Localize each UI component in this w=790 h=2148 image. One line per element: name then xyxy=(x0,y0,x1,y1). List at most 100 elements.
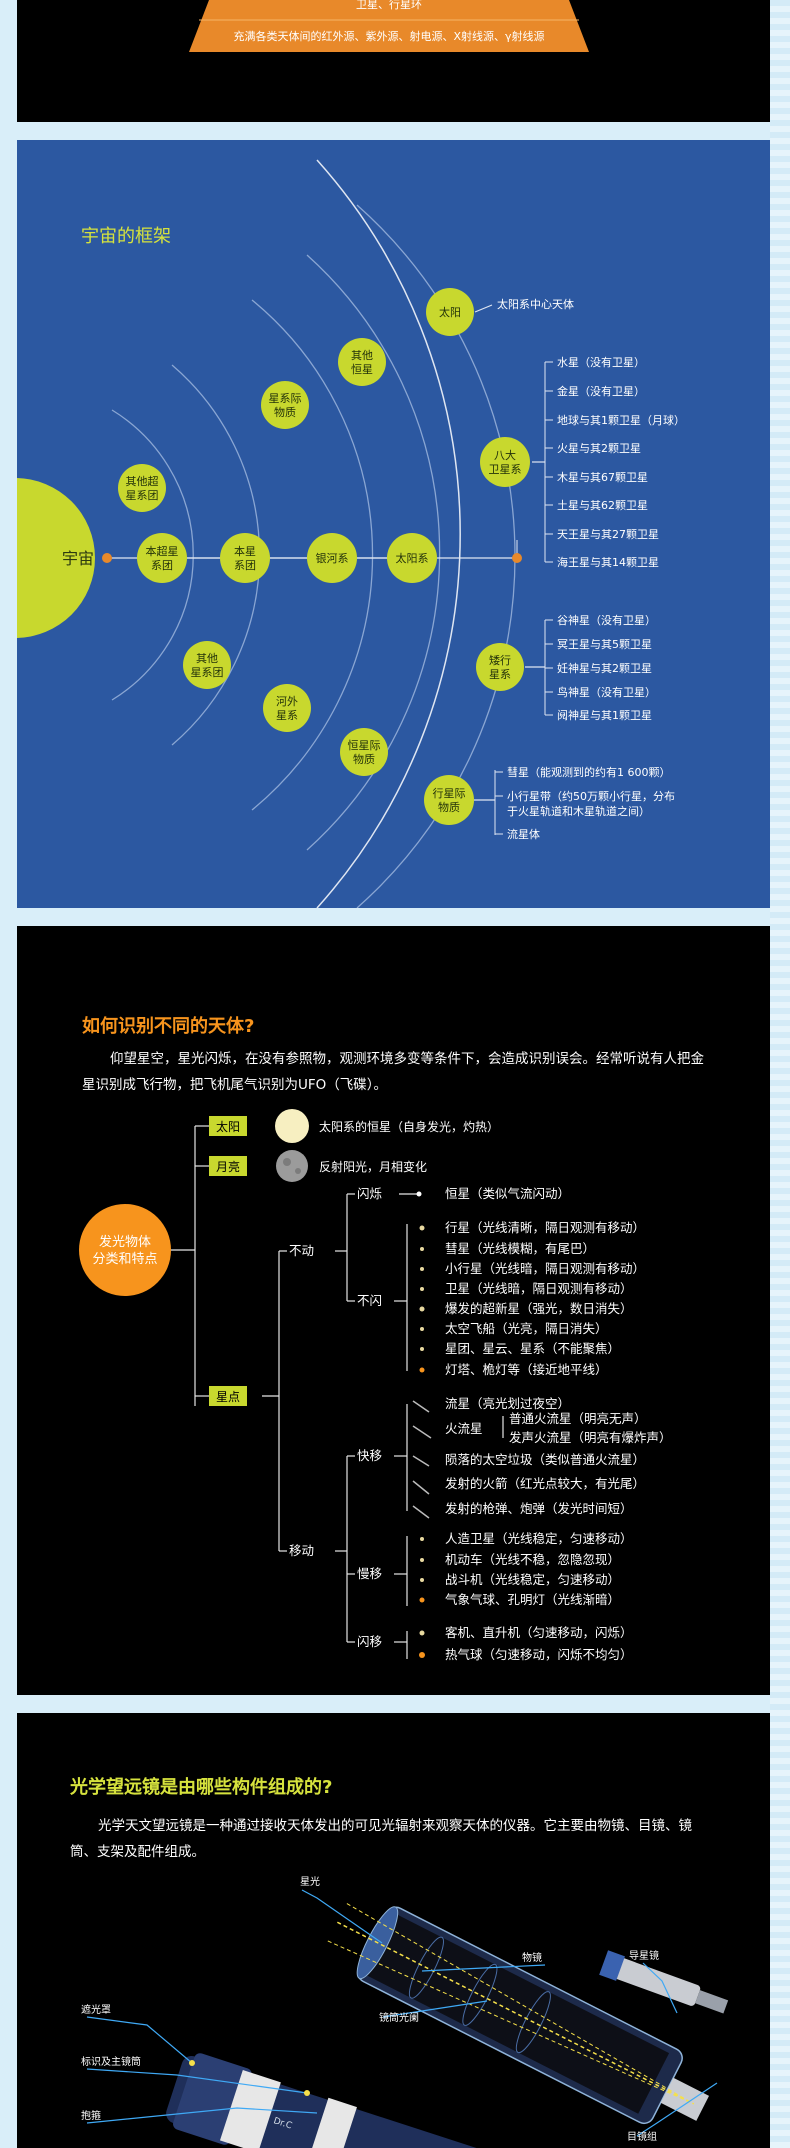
node-other-super-cluster-1: 其他超 xyxy=(126,474,159,488)
side-stripe xyxy=(770,0,790,2148)
fast-label: 快移 xyxy=(357,1448,382,1463)
no-twinkle-item: 爆发的超新星（强光，数日消失） xyxy=(445,1301,633,1316)
node-other-star-2: 恒星 xyxy=(351,363,373,376)
label-mark: 标识及主镜筒 xyxy=(81,2055,141,2068)
root-circle xyxy=(79,1204,171,1296)
moon-tag: 月亮 xyxy=(216,1159,240,1174)
interplanetary-item: 小行星带（约50万颗小行星，分布 xyxy=(507,790,675,803)
star-tag: 星点 xyxy=(216,1390,240,1404)
node-dwarf-2: 星系 xyxy=(489,668,511,681)
universe-circle xyxy=(17,478,95,638)
dwarf-item: 阋神星与其1颗卫星 xyxy=(557,708,652,722)
slow-item: 战斗机（光线稳定，匀速移动） xyxy=(445,1572,620,1587)
dwarf-item: 冥王星与其5颗卫星 xyxy=(557,638,652,651)
slow-item: 气象气球、孔明灯（光线渐暗） xyxy=(445,1592,620,1607)
slow-item: 机动车（光线不稳，忽隐忽现） xyxy=(445,1552,620,1567)
dwarf-item: 谷神星（没有卫星） xyxy=(557,613,656,627)
static-label: 不动 xyxy=(289,1243,314,1258)
no-twinkle-item: 灯塔、桅灯等（接近地平线） xyxy=(445,1362,608,1377)
interplanetary-item: 于火星轨道和木星轨道之间） xyxy=(507,804,650,818)
fast-item: 火流星 xyxy=(445,1421,483,1436)
label-objective: 物镜 xyxy=(522,1951,542,1964)
twinkle-label: 闪烁 xyxy=(357,1186,382,1201)
node-extragalactic-2: 星系 xyxy=(276,709,298,722)
telescope-para-1: 光学天文望远镜是一种通过接收天体发出的可见光辐射来观察天体的仪器。它主要由物镜、… xyxy=(98,1818,692,1834)
moon-icon xyxy=(276,1150,308,1182)
node-local-super-cluster-2: 系团 xyxy=(151,559,173,572)
identify-para-1: 仰望星空，星光闪烁，在没有参照物，观测环境多变等条件下，会造成识别误会。经常听说… xyxy=(110,1051,704,1067)
planet-item: 海王星与其14颗卫星 xyxy=(557,555,659,569)
fast-item: 发射的枪弹、炮弹（发光时间短） xyxy=(445,1501,633,1516)
pyramid-panel: 卫星、行星环 充满各类天体间的红外源、紫外源、射电源、X射线源、γ射线源 xyxy=(17,0,770,122)
slow-label: 慢移 xyxy=(357,1566,382,1581)
flash-item: 热气球（匀速移动，闪烁不均匀） xyxy=(445,1647,633,1662)
sun-desc: 太阳系中心天体 xyxy=(497,297,574,311)
universe-center-label: 宇宙 xyxy=(62,549,94,568)
label-diaphragm: 镜筒光阑 xyxy=(379,2011,419,2024)
no-twinkle-item: 彗星（光线模糊，有尾巴） xyxy=(445,1241,595,1256)
node-local-cluster-2: 系团 xyxy=(234,559,256,572)
label-starlight: 星光 xyxy=(300,1875,320,1888)
node-dwarf-1: 矮行 xyxy=(489,653,511,667)
label-finder: 导星镜 xyxy=(629,1949,659,1962)
planet-item: 水星（没有卫星） xyxy=(557,355,645,369)
label-shade: 遮光罩 xyxy=(81,2003,111,2016)
node-milky-way: 银河系 xyxy=(316,551,349,565)
flash-item: 客机、直升机（匀速移动，闪烁） xyxy=(445,1625,633,1640)
node-sun: 太阳 xyxy=(439,306,461,319)
node-extragalactic-1: 河外 xyxy=(276,695,298,708)
no-twinkle-item: 太空飞船（光亮，隔日消失） xyxy=(445,1321,608,1336)
dwarf-item: 妊神星与其2颗卫星 xyxy=(557,661,652,675)
universe-panel: 宇宙的框架 宇宙 xyxy=(17,140,770,908)
no-twinkle-item: 卫星（光线暗，隔日观测有移动） xyxy=(445,1281,633,1296)
node-eight-planets-1: 八大 xyxy=(494,448,516,462)
label-eyepiece: 目镜组 xyxy=(627,2130,657,2143)
fireball-item: 发声火流星（明亮有爆炸声） xyxy=(509,1430,672,1445)
node-interstellar-1: 恒星际 xyxy=(348,739,381,752)
node-eight-planets-2: 卫星系 xyxy=(489,463,522,476)
label-clamp: 抱箍 xyxy=(81,2109,101,2122)
node-other-cluster-1: 其他 xyxy=(196,652,218,665)
telescope-panel: 光学望远镜是由哪些构件组成的? 光学天文望远镜是一种通过接收天体发出的可见光辐射… xyxy=(17,1713,770,2148)
fast-item: 陨落的太空垃圾（类似普通火流星） xyxy=(445,1452,645,1467)
identify-title: 如何识别不同的天体? xyxy=(82,1016,255,1037)
node-galaxy-material-1: 星系际 xyxy=(269,392,302,405)
sun-tag: 太阳 xyxy=(216,1119,240,1134)
pyramid-base xyxy=(189,0,589,52)
no-twinkle-label: 不闪 xyxy=(357,1293,382,1308)
fast-item: 发射的火箭（红光点较大，有光尾） xyxy=(445,1476,645,1491)
root-label-1: 发光物体 xyxy=(99,1234,151,1250)
fireball-item: 普通火流星（明亮无声） xyxy=(509,1411,647,1426)
universe-diagram: 宇宙 xyxy=(17,159,685,908)
node-local-cluster-1: 本星 xyxy=(234,544,256,558)
telescope-title: 光学望远镜是由哪些构件组成的? xyxy=(70,1777,333,1798)
interplanetary-item: 流星体 xyxy=(507,827,540,841)
planet-item: 金星（没有卫星） xyxy=(557,384,645,398)
node-galaxy-material-2: 物质 xyxy=(274,405,296,419)
node-other-super-cluster-2: 星系团 xyxy=(126,489,159,502)
telescope-para-2: 筒、支架及配件组成。 xyxy=(70,1844,205,1860)
pyramid-bottom-text: 充满各类天体间的红外源、紫外源、射电源、X射线源、γ射线源 xyxy=(233,30,545,43)
no-twinkle-item: 行星（光线清晰，隔日观测有移动） xyxy=(445,1220,645,1235)
planet-item: 火星与其2颗卫星 xyxy=(557,442,641,455)
node-solar-system: 太阳系 xyxy=(396,552,429,565)
twinkle-item: 恒星（类似气流闪动） xyxy=(445,1186,570,1201)
moving-label: 移动 xyxy=(289,1543,314,1558)
flash-label: 闪移 xyxy=(357,1634,382,1649)
node-other-cluster-2: 星系团 xyxy=(191,666,224,679)
node-interplanetary-1: 行星际 xyxy=(433,787,466,800)
sun-desc: 太阳系的恒星（自身发光，灼热） xyxy=(319,1119,499,1134)
no-twinkle-item: 星团、星云、星系（不能聚焦） xyxy=(445,1341,620,1356)
fast-item: 流星（亮光划过夜空） xyxy=(445,1396,570,1411)
root-label-2: 分类和特点 xyxy=(92,1252,157,1267)
interplanetary-item: 彗星（能观测到的约有1 600颗） xyxy=(507,765,671,779)
identify-panel: 如何识别不同的天体? 仰望星空，星光闪烁，在没有参照物，观测环境多变等条件下，会… xyxy=(17,926,770,1695)
no-twinkle-item: 小行星（光线暗，隔日观测有移动） xyxy=(445,1261,645,1276)
planet-item: 木星与其67颗卫星 xyxy=(557,471,648,484)
planet-item: 天王星与其27颗卫星 xyxy=(557,528,659,541)
telescope-illustration: Dr.C 星光 物镜 导星镜 遮光罩 镜筒光阑 标识及主镜筒 抱箍 目镜组 xyxy=(81,1875,729,2148)
identify-para-2: 星识别成飞行物，把飞机尾气识别为UFO（飞碟）。 xyxy=(82,1077,388,1093)
slow-item: 人造卫星（光线稳定，匀速移动） xyxy=(445,1531,633,1546)
node-other-star-1: 其他 xyxy=(351,349,373,362)
node-interplanetary-2: 物质 xyxy=(438,800,460,814)
